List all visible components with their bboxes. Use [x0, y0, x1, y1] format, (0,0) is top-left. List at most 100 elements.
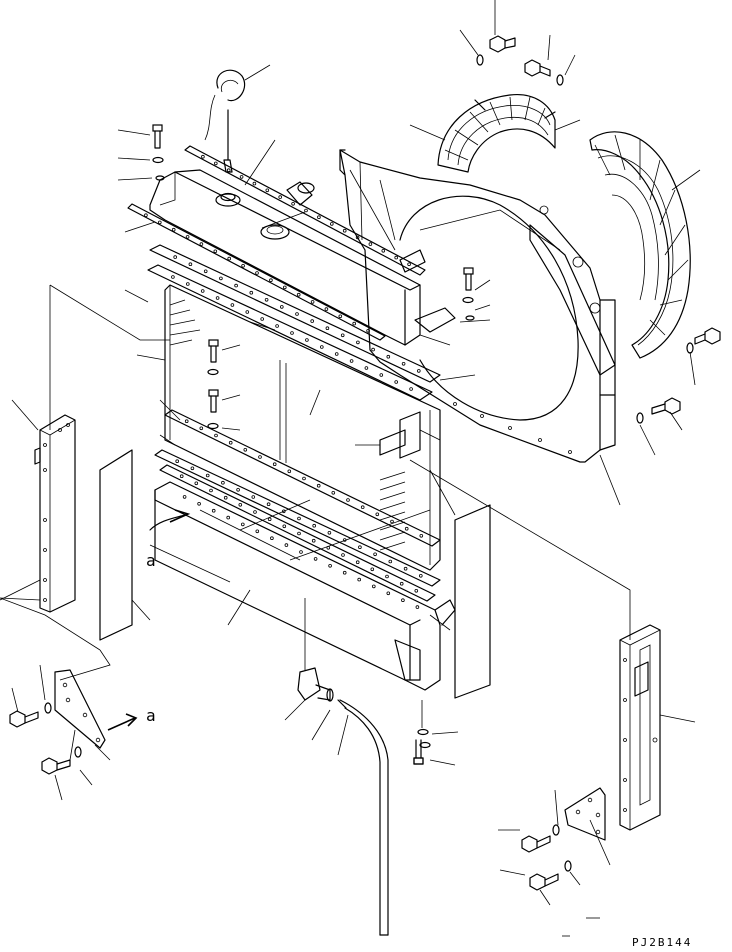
bolt-hole — [213, 249, 218, 254]
bolt-hole — [226, 168, 231, 173]
bolt-hole — [358, 545, 362, 549]
bolt-hole — [390, 519, 394, 524]
bolt-hole — [278, 195, 283, 199]
bolt-hole — [266, 502, 271, 507]
bolt-hole — [275, 324, 279, 328]
bolt-hole — [255, 529, 260, 534]
bolt-hole — [310, 319, 315, 323]
bolt-hole — [265, 188, 270, 193]
view-marker-a: a — [146, 551, 156, 570]
bolt-hole — [185, 235, 190, 239]
drain-valve — [297, 598, 334, 702]
bolt-hole — [171, 227, 176, 232]
bolt-hole — [205, 473, 210, 478]
bolt-hole — [214, 161, 218, 166]
bolt-hole — [267, 517, 272, 521]
bolt-hole — [329, 222, 334, 226]
bolt-hole — [175, 459, 180, 464]
bolt-hole — [179, 474, 184, 479]
side-baffle-right — [454, 504, 491, 699]
bolt-hole — [403, 566, 408, 571]
bolt-hole — [418, 573, 423, 578]
bolt-hole — [325, 326, 330, 331]
bolt-hole — [291, 202, 295, 206]
radiator-core — [164, 284, 441, 571]
bolt-hole — [203, 269, 208, 274]
bolt-hole — [173, 255, 178, 259]
left-side-support — [34, 414, 76, 613]
bolt-hole — [356, 340, 360, 345]
right-side-support — [619, 624, 661, 831]
bolt-hole — [404, 526, 409, 531]
bolt-hole — [366, 328, 370, 333]
mounting-plate-left — [54, 669, 106, 749]
bolt-hole — [357, 577, 362, 582]
bolt-hole — [324, 307, 329, 311]
bolt-hole — [328, 563, 332, 568]
mounting-plate-right — [564, 787, 606, 841]
bolt-hole — [349, 359, 354, 363]
bolt-hole — [184, 419, 189, 424]
fan-guard-upper — [437, 93, 556, 173]
bolt-hole — [401, 361, 406, 366]
bolt-hole — [327, 530, 332, 535]
bolt-hole — [282, 524, 287, 529]
bolt-hole — [209, 488, 213, 493]
bolt-hole — [394, 380, 399, 384]
bolt-hole — [239, 175, 244, 179]
bolt-hole — [144, 213, 148, 218]
bolt-hole — [371, 584, 376, 589]
bolt-hole — [253, 510, 257, 514]
bolt-hole — [197, 501, 201, 506]
bolt-hole — [290, 331, 294, 335]
bolt-hole — [341, 553, 345, 557]
bolt-hole — [346, 498, 350, 502]
bolt-hole — [304, 208, 308, 213]
bolt-hole — [186, 282, 190, 286]
bolt-hole — [249, 290, 254, 295]
bolt-hole — [371, 347, 375, 352]
bolt-hole — [381, 249, 386, 253]
arrow-marker-a: a — [146, 706, 156, 725]
bolt-hole — [295, 312, 299, 316]
bolt-hole — [171, 275, 175, 279]
bolt-hole — [190, 466, 195, 471]
bolt-hole — [269, 278, 273, 283]
radiator-top-tank — [149, 69, 421, 346]
bolt-hole — [401, 598, 405, 602]
bolt-hole — [201, 154, 205, 159]
bolt-hole — [355, 560, 360, 564]
bolt-hole — [284, 543, 289, 547]
bolt-hole — [297, 516, 301, 521]
bolt-hole — [226, 515, 231, 520]
bolt-hole — [331, 490, 336, 495]
bolt-hole — [386, 354, 391, 359]
bolt-hole — [313, 557, 318, 561]
fan-guard-large — [589, 131, 691, 359]
drawing-code: PJ2B144 — [632, 936, 692, 949]
bolt-hole — [272, 462, 277, 467]
bolt-hole — [355, 235, 360, 240]
bolt-hole — [334, 352, 339, 356]
bolt-hole — [310, 300, 315, 304]
fan-shroud — [339, 149, 616, 463]
bolt-hole — [302, 476, 306, 481]
bolt-hole — [158, 220, 162, 225]
bolt-hole — [340, 333, 345, 338]
bolt-hole — [419, 533, 424, 538]
bolt-hole — [264, 297, 269, 302]
radiator-bottom-tank — [149, 481, 456, 691]
bolt-hole — [182, 495, 187, 499]
bolt-hole — [255, 271, 259, 275]
bolts-and-washers — [9, 35, 721, 891]
bolt-hole — [270, 536, 274, 540]
bolt-hole — [352, 321, 357, 326]
bolt-hole — [319, 345, 324, 349]
bolt-hole — [311, 538, 316, 543]
bolt-hole — [287, 469, 292, 474]
bolt-hole — [305, 338, 309, 342]
bolt-hole — [338, 314, 343, 319]
bolt-hole — [219, 276, 223, 281]
bolt-hole — [215, 296, 220, 300]
